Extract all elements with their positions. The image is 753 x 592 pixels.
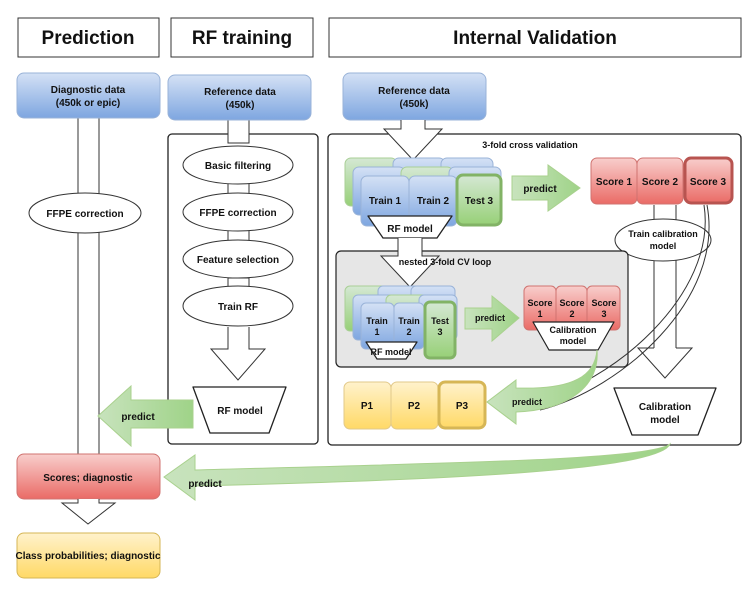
predict-arrow-nested: predict	[464, 294, 520, 343]
reference-data-rf-line2: (450k)	[226, 100, 255, 111]
score-1-box: Score 1	[590, 157, 638, 205]
fold-train-1-label: Train 1	[369, 196, 402, 207]
reference-data-box-rf: Reference data (450k)	[167, 74, 312, 121]
header-internal-validation-label: Internal Validation	[453, 28, 617, 49]
class-probabilities-label: Class probabilities; diagnostic	[15, 551, 160, 562]
predict-label-nested: predict	[475, 313, 505, 323]
score-2-label: Score 2	[642, 177, 679, 188]
train-calibration-line1: Train calibration	[628, 229, 698, 239]
scores-diagnostic-box: Scores; diagnostic	[16, 453, 161, 500]
step-feature-selection: Feature selection	[182, 239, 294, 279]
p1-box: P1	[343, 381, 392, 430]
step-ffpe-correction: FFPE correction	[182, 192, 294, 232]
p1-label: P1	[361, 401, 374, 412]
predict-label-rf: predict	[121, 412, 155, 423]
internal-validation-column: Reference data (450k) 3-fold cross valid…	[327, 72, 742, 446]
header-rf-training-label: RF training	[192, 28, 292, 49]
rf-model-label: RF model	[217, 406, 263, 417]
step-train-rf: Train RF	[182, 285, 294, 327]
scores-diagnostic-label: Scores; diagnostic	[43, 473, 133, 484]
cv-rf-model-label: RF model	[387, 224, 433, 235]
fold-train-2-label: Train 2	[417, 196, 450, 207]
nested-score-3-line2: 3	[601, 309, 606, 319]
nested-calibration-line2: model	[560, 336, 587, 346]
nested-cv-title: nested 3-fold CV loop	[399, 257, 492, 267]
step-feature-selection-label: Feature selection	[197, 255, 279, 266]
class-probabilities-box: Class probabilities; diagnostic	[15, 532, 161, 579]
down-arrow-to-class-probs	[60, 499, 117, 525]
ffpe-correction-ellipse: FFPE correction	[28, 192, 142, 234]
calibration-model-line2: model	[650, 415, 680, 426]
reference-data-rf-line1: Reference data	[204, 87, 276, 98]
predict-label-cv: predict	[523, 184, 557, 195]
step-ffpe-correction-label: FFPE correction	[199, 208, 276, 219]
reference-data-iv-line1: Reference data	[378, 86, 450, 97]
step-basic-filtering: Basic filtering	[182, 145, 294, 185]
nested-calibration-trapezoid: Calibration model	[532, 321, 615, 351]
rf-model-trapezoid: RF model	[192, 386, 287, 434]
cv-rf-model-trapezoid: RF model	[367, 215, 453, 239]
header-prediction: Prediction	[17, 17, 160, 58]
predict-arrow-rf-to-scores: predict	[97, 384, 194, 448]
nested-rf-model-trapezoid: RF model	[365, 341, 418, 360]
calibration-model-trapezoid: Calibration model	[613, 387, 717, 436]
reference-data-iv-line2: (450k)	[400, 99, 429, 110]
nested-fold-train-2-line1: Train	[398, 316, 420, 326]
score-1-label: Score 1	[596, 177, 633, 188]
score-2-box: Score 2	[636, 157, 684, 205]
prediction-column: Diagnostic data (450k or epic) FFPE corr…	[15, 72, 161, 579]
nested-fold-train-2-line2: 2	[406, 327, 411, 337]
score-3-label: Score 3	[690, 177, 727, 188]
header-prediction-label: Prediction	[42, 28, 135, 49]
diagnostic-data-line1: Diagnostic data	[51, 85, 126, 96]
score-3-box: Score 3	[683, 156, 734, 205]
down-arrow-to-rf-model	[209, 327, 267, 381]
predict-label-final: predict	[188, 479, 222, 490]
nested-score-1-line2: 1	[537, 309, 542, 319]
header-internal-validation: Internal Validation	[328, 17, 742, 58]
nested-fold-test-3-line2: 3	[437, 327, 442, 337]
cv-title: 3-fold cross validation	[482, 140, 578, 150]
p3-box: P3	[437, 380, 487, 430]
predict-arrow-calibration-to-scores: predict	[163, 442, 672, 501]
train-calibration-line2: model	[650, 241, 677, 251]
nested-rf-model-label: RF model	[370, 347, 411, 357]
fold-test-3-label: Test 3	[465, 196, 494, 207]
p2-box: P2	[390, 381, 439, 430]
train-calibration-ellipse: Train calibration model	[614, 218, 712, 262]
predict-label-p3: predict	[512, 397, 542, 407]
nested-score-2-line2: 2	[569, 309, 574, 319]
header-rf-training: RF training	[170, 17, 314, 58]
predict-arrow-cv: predict	[511, 164, 581, 212]
p3-label: P3	[456, 401, 469, 412]
predict-arrow-curved-to-p3: predict	[486, 349, 598, 426]
nested-fold-test-3: Test 3	[423, 300, 457, 360]
nested-score-1-line1: Score	[527, 298, 552, 308]
diagnostic-data-line2: (450k or epic)	[56, 98, 120, 109]
nested-calibration-line1: Calibration	[549, 325, 596, 335]
calibration-model-line1: Calibration	[639, 402, 691, 413]
down-arrow-to-calibration	[636, 347, 694, 379]
rf-training-column: Reference data (450k) Basic filtering FF…	[167, 74, 319, 445]
fold-test-3: Test 3	[455, 173, 503, 227]
ffpe-correction-label: FFPE correction	[46, 209, 123, 220]
p2-label: P2	[408, 401, 421, 412]
nested-fold-test-3-line1: Test	[431, 316, 449, 326]
curve-line-score3-outer	[539, 204, 710, 411]
diagnostic-data-box: Diagnostic data (450k or epic)	[16, 72, 161, 119]
nested-fold-train-1-line1: Train	[366, 316, 388, 326]
reference-data-box-iv: Reference data (450k)	[342, 72, 487, 121]
step-basic-filtering-label: Basic filtering	[205, 161, 271, 172]
step-train-rf-label: Train RF	[218, 302, 258, 313]
nested-fold-train-1-line2: 1	[374, 327, 379, 337]
nested-score-2-line1: Score	[559, 298, 584, 308]
nested-score-3-line1: Score	[591, 298, 616, 308]
